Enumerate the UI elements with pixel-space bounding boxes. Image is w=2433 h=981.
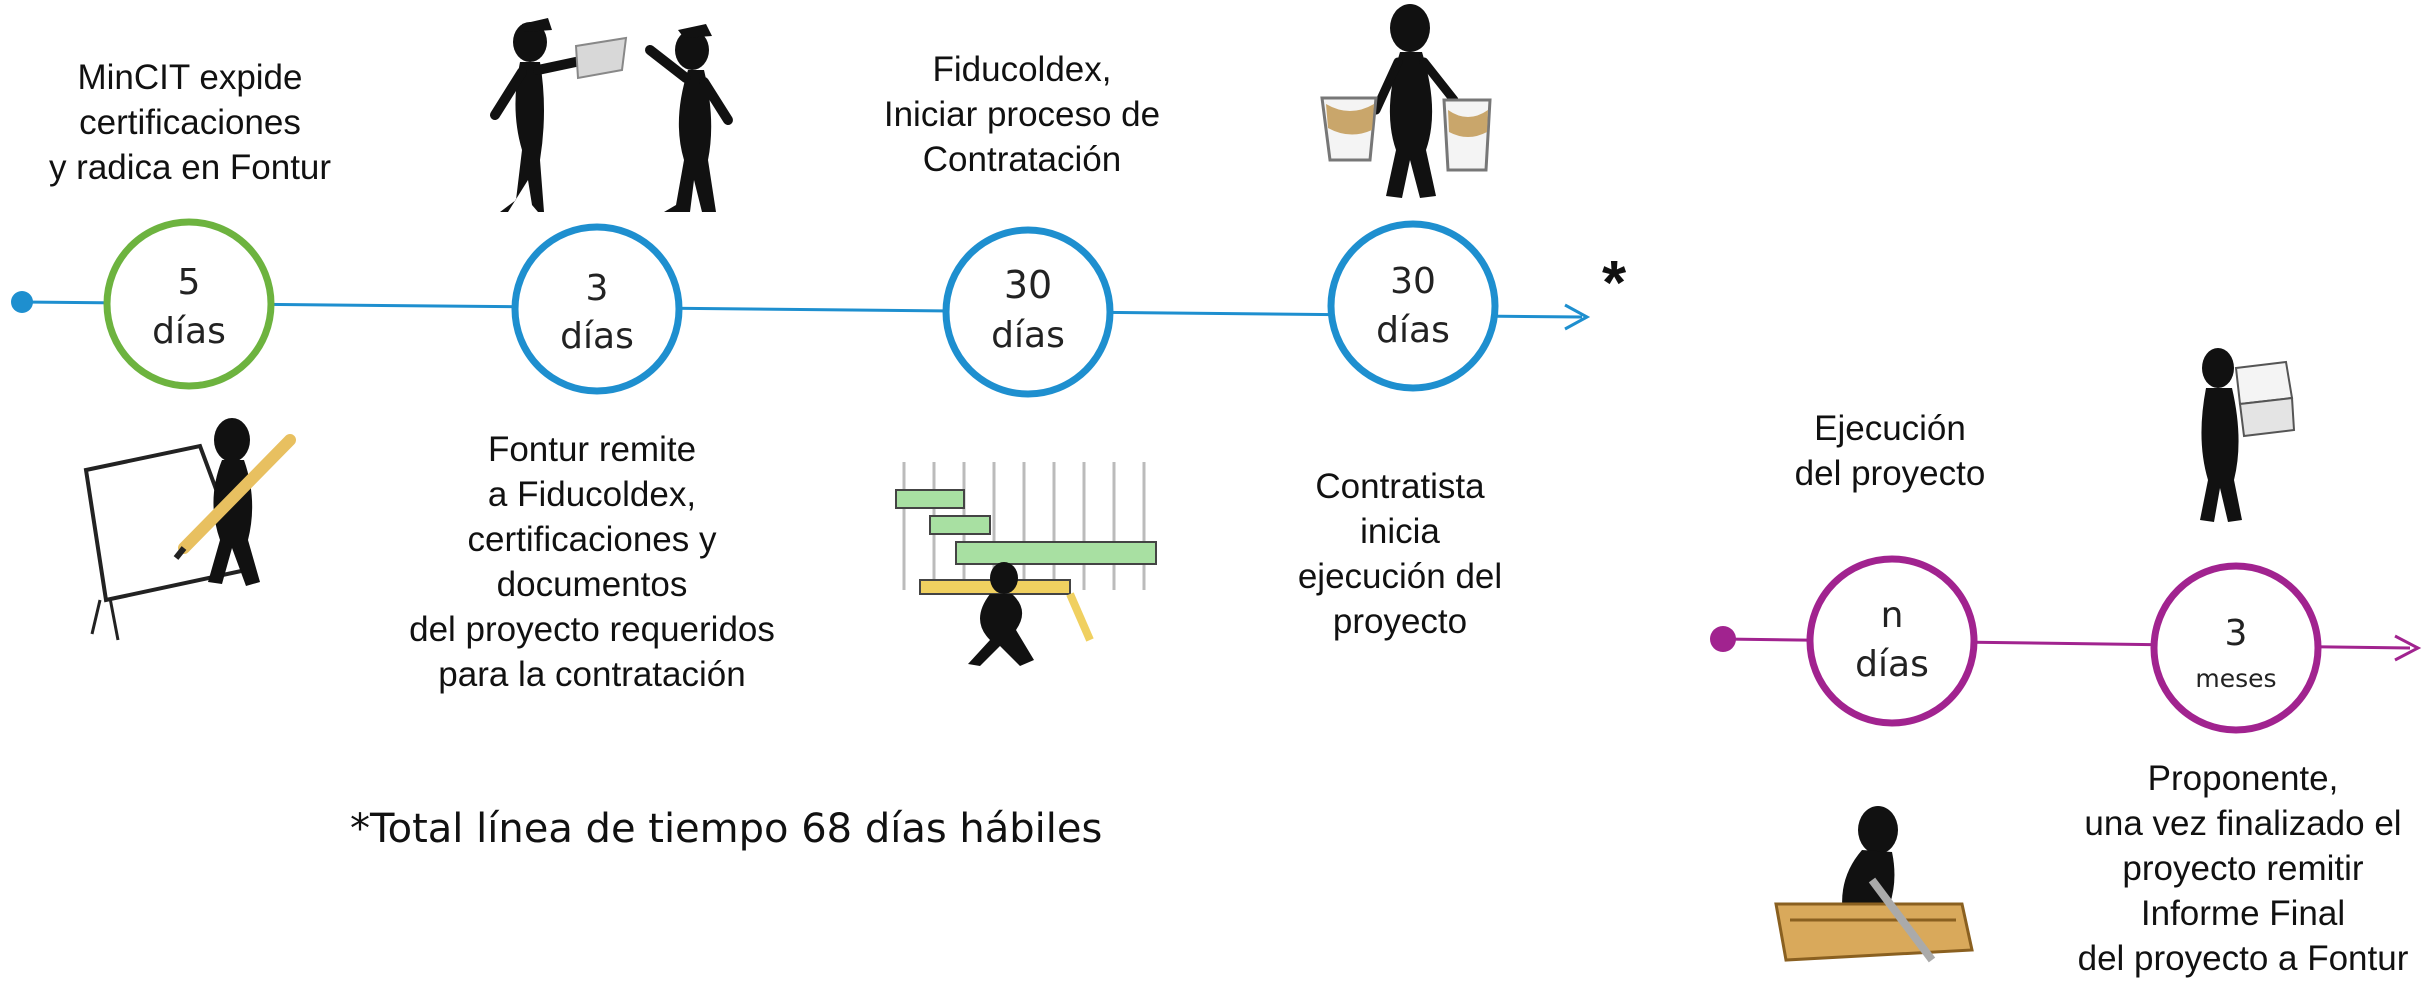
person-writing-with-pencil-icon (83, 418, 296, 641)
node-3-unit: días (991, 315, 1065, 356)
node-4-unit: días (1376, 310, 1450, 351)
node-6-number: 3 (2225, 613, 2248, 654)
node-3-caption: Fiducoldex, Iniciar proceso de Contratac… (883, 50, 1161, 179)
timeline-2-node-2: 3 meses (2150, 562, 2322, 734)
timeline-2-node-1: n días (1806, 555, 1978, 727)
node-1-number: 5 (178, 262, 201, 303)
node-5-caption: Ejecución del proyecto (1794, 409, 1986, 493)
node-3-number: 30 (1004, 263, 1052, 307)
timeline-1-node-2: 3 días (511, 223, 683, 395)
person-sawing-wood-icon (1774, 806, 1974, 963)
node-6-unit: meses (2195, 664, 2276, 693)
node-5-number: n (1881, 595, 1904, 636)
node-1-caption: MinCIT expide certificaciones y radica e… (48, 58, 332, 187)
person-lifting-gantt-chart-icon (895, 462, 1157, 666)
node-4-number: 30 (1390, 261, 1436, 302)
timeline-2-start-dot (1710, 626, 1736, 652)
person-carrying-paint-buckets-icon (1320, 4, 1492, 198)
node-1-unit: días (152, 311, 226, 352)
people-exchanging-papers-icon (490, 18, 733, 212)
total-timeline-footnote: *Total línea de tiempo 68 días hábiles (350, 806, 1103, 852)
timeline-1-axis (11, 291, 1591, 331)
node-6-caption: Proponente, una vez finalizado el proyec… (2077, 759, 2409, 978)
person-carrying-boxes-icon (2200, 348, 2296, 522)
node-5-unit: días (1855, 644, 1929, 685)
node-2-unit: días (560, 316, 634, 357)
timeline-1-node-3: 30 días (942, 226, 1114, 398)
timeline-1-arrowhead (1564, 303, 1591, 331)
node-2-caption: Fontur remite a Fiducoldex, certificacio… (409, 430, 775, 694)
timeline-2-arrowhead (2394, 634, 2422, 662)
timeline-1-node-1: 5 días (103, 218, 275, 390)
timeline-1-start-dot (11, 291, 33, 313)
node-2-number: 3 (586, 268, 609, 309)
node-4-caption: Contratista inicia ejecución del proyect… (1297, 467, 1503, 641)
timeline-1-node-4: 30 días (1327, 220, 1499, 392)
timeline-1-asterisk: * (1602, 249, 1627, 318)
